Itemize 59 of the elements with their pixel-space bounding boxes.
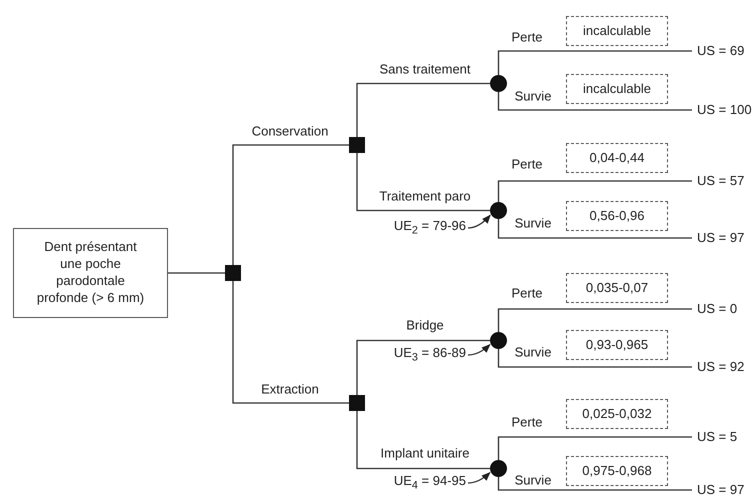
utility-value: US = 97 (692, 481, 754, 499)
chance-node (490, 332, 507, 349)
edge-label: Implant unitaire (380, 446, 470, 460)
branch-line (356, 82, 490, 137)
chance-node (490, 460, 507, 477)
utility-value: US = 69 (692, 42, 754, 60)
edge-label: Perte (511, 30, 543, 44)
utility-value: US = 0 (692, 300, 754, 318)
edge-label: Sans traitement (379, 62, 471, 76)
utility-value: US = 57 (692, 172, 754, 190)
utility-value: US = 97 (692, 229, 754, 247)
decision-node (349, 137, 365, 153)
edge-label: Conservation (252, 124, 328, 138)
probability-box: 0,035-0,07 (566, 273, 668, 303)
branch-line (498, 349, 692, 368)
process-box: Dent présentant une poche parodontale profonde (> 6 mm) (13, 228, 168, 318)
leader-arrow (468, 472, 491, 484)
chance-node (490, 75, 507, 92)
utility-label: UE$_{3}$ = 86-89 (376, 346, 466, 364)
branch-line (356, 411, 490, 470)
branch-line (232, 281, 349, 404)
branch-line (232, 144, 349, 265)
decision-node (349, 395, 365, 411)
branch-line (356, 153, 490, 212)
probability-box: 0,56-0,96 (566, 201, 668, 231)
probability-box: incalculable (566, 16, 668, 46)
utility-value: US = 92 (692, 358, 754, 376)
leader-arrow (468, 344, 491, 356)
edge-label: Survie (514, 216, 552, 230)
edge-label: Perte (511, 286, 543, 300)
decision-node (225, 265, 241, 281)
utility-value: US = 100 (692, 101, 754, 119)
branch-line (498, 180, 692, 202)
leader-arrow (468, 214, 491, 229)
chance-node (490, 202, 507, 219)
edge-label: Traitement paro (379, 190, 471, 202)
branch-line (498, 308, 692, 332)
edge-label: Survie (514, 474, 552, 486)
probability-box: 0,975-0,968 (566, 456, 668, 486)
edge-label: Bridge (406, 318, 444, 332)
probability-box: 0,04-0,44 (566, 143, 668, 173)
edge-label: Perte (511, 416, 543, 428)
utility-label: UE$_{4}$ = 94-95 (376, 474, 466, 492)
branch-line (498, 92, 692, 111)
branch-line (498, 436, 692, 460)
utility-label: UE$_{2}$ = 79-96 (376, 219, 466, 237)
branch-line (498, 477, 692, 491)
probability-box: 0,93-0,965 (566, 330, 668, 360)
edge-label: Extraction (261, 382, 319, 396)
branch-line (498, 50, 692, 75)
edge-label: Survie (514, 90, 552, 102)
probability-box: 0,025-0,032 (566, 399, 668, 429)
edge-label: Survie (514, 346, 552, 358)
branch-line (168, 272, 225, 274)
probability-box: incalculable (566, 74, 668, 104)
utility-value: US = 5 (692, 428, 754, 446)
edge-label: Perte (511, 158, 543, 170)
branch-line (498, 219, 692, 239)
branch-line (356, 340, 490, 395)
